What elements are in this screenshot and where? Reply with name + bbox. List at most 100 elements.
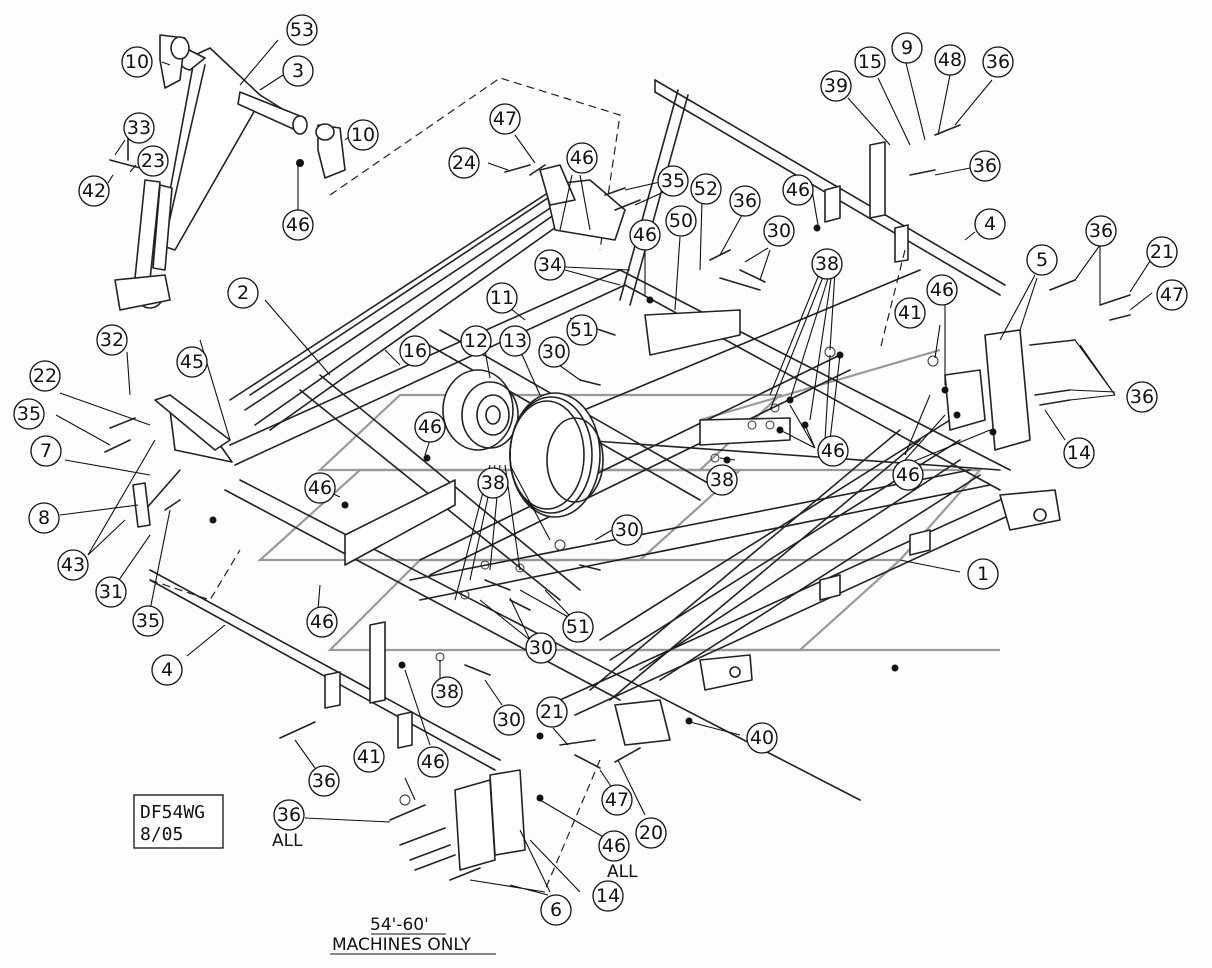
hitch-tongue [109, 34, 346, 311]
callout-36-bottom: 36 [308, 765, 340, 797]
callout-30-bottom: 30 [493, 704, 525, 736]
svg-text:21: 21 [1150, 241, 1174, 263]
svg-text:4: 4 [161, 659, 173, 681]
callout-1: 1 [967, 558, 999, 590]
callout-46-top: 46 [566, 142, 598, 174]
callout-51-bottom: 51 [562, 611, 594, 643]
svg-text:13: 13 [503, 330, 527, 352]
svg-text:51: 51 [570, 319, 594, 341]
machines-note: 54'-60' MACHINES ONLY [330, 915, 496, 955]
label-all-46: ALL [607, 862, 638, 882]
svg-text:33: 33 [127, 117, 151, 139]
svg-text:53: 53 [290, 19, 314, 41]
callout-45: 45 [176, 346, 208, 378]
callout-24: 24 [448, 147, 480, 179]
svg-text:16: 16 [403, 340, 427, 362]
callout-35-top: 35 [657, 165, 689, 197]
svg-text:47: 47 [493, 108, 517, 130]
callout-46-bottom: 46 [417, 746, 449, 778]
svg-text:46: 46 [821, 440, 845, 462]
callout-36-far-right: 36 [1126, 381, 1158, 413]
svg-text:38: 38 [710, 469, 734, 491]
svg-text:40: 40 [750, 727, 774, 749]
svg-text:46: 46 [930, 279, 954, 301]
callout-46-all: 46 [598, 830, 630, 862]
svg-text:36: 36 [277, 804, 301, 826]
svg-text:38: 38 [481, 472, 505, 494]
callout-10-right: 10 [347, 119, 379, 151]
svg-text:46: 46 [786, 179, 810, 201]
callout-46-left-plate: 46 [414, 411, 446, 443]
svg-text:36: 36 [1130, 386, 1154, 408]
svg-text:46: 46 [310, 611, 334, 633]
callout-9: 9 [891, 32, 923, 64]
svg-text:34: 34 [538, 254, 562, 276]
svg-text:6: 6 [550, 899, 562, 921]
svg-text:30: 30 [542, 341, 566, 363]
callout-34: 34 [534, 249, 566, 281]
svg-text:50: 50 [669, 210, 693, 232]
drawing-id: DF54WG [140, 802, 205, 823]
svg-text:7: 7 [40, 440, 52, 462]
svg-text:10: 10 [351, 124, 375, 146]
svg-text:21: 21 [540, 701, 564, 723]
callout-53: 53 [286, 14, 318, 46]
svg-text:9: 9 [901, 37, 913, 59]
revision-date: 8/05 [140, 824, 183, 845]
callout-8: 8 [28, 502, 60, 534]
svg-text:5: 5 [1036, 249, 1048, 271]
callout-15: 15 [854, 46, 886, 78]
callout-4-top: 4 [974, 208, 1006, 240]
callout-46-frame-right: 46 [892, 459, 924, 491]
svg-text:14: 14 [1067, 442, 1091, 464]
svg-text:4: 4 [984, 213, 996, 235]
svg-text:36: 36 [1089, 220, 1113, 242]
svg-text:1: 1 [977, 563, 989, 585]
svg-text:41: 41 [898, 302, 922, 324]
svg-text:32: 32 [100, 329, 124, 351]
callout-46-lower-left: 46 [306, 606, 338, 638]
svg-text:31: 31 [99, 581, 123, 603]
hidden-line-right [879, 249, 906, 351]
rear-crossbar-bottom [149, 569, 501, 771]
svg-text:11: 11 [490, 287, 514, 309]
svg-text:46: 46 [421, 751, 445, 773]
svg-text:46: 46 [633, 224, 657, 246]
hidden-line-left [149, 549, 241, 601]
hardware [104, 124, 1131, 881]
callout-47-bottom: 47 [601, 784, 633, 816]
callout-4-bottom: 4 [151, 654, 183, 686]
callout-38-center: 38 [706, 464, 738, 496]
svg-text:36: 36 [312, 770, 336, 792]
callout-35-left: 35 [13, 398, 45, 430]
callout-36-topright: 36 [982, 46, 1014, 78]
tire [509, 392, 604, 518]
callout-11: 11 [486, 282, 518, 314]
callout-36-right: 36 [1085, 215, 1117, 247]
callout-51-top: 51 [566, 314, 598, 346]
watermark [257, 348, 1000, 652]
callout-36-all: 36 [273, 799, 305, 831]
svg-text:3: 3 [292, 60, 304, 82]
callout-22: 22 [29, 360, 61, 392]
svg-text:41: 41 [357, 746, 381, 768]
svg-text:30: 30 [615, 519, 639, 541]
spring-cylinder [132, 469, 181, 528]
svg-text:46: 46 [308, 477, 332, 499]
callout-32: 32 [96, 324, 128, 356]
callout-7: 7 [30, 435, 62, 467]
svg-text:30: 30 [767, 220, 791, 242]
callout-3: 3 [282, 55, 314, 87]
svg-text:36: 36 [973, 155, 997, 177]
diagonal-braces [229, 184, 921, 701]
callout-21-bottom: 21 [536, 696, 568, 728]
svg-text:39: 39 [824, 75, 848, 97]
callout-42: 42 [78, 175, 110, 207]
label-all-36: ALL [272, 831, 303, 851]
callout-38-left: 38 [477, 467, 509, 499]
callout-43: 43 [57, 549, 89, 581]
callout-38-right-top: 38 [811, 248, 843, 280]
callout-30-lower: 30 [525, 632, 557, 664]
svg-text:46: 46 [418, 416, 442, 438]
callout-46-center: 46 [629, 219, 661, 251]
